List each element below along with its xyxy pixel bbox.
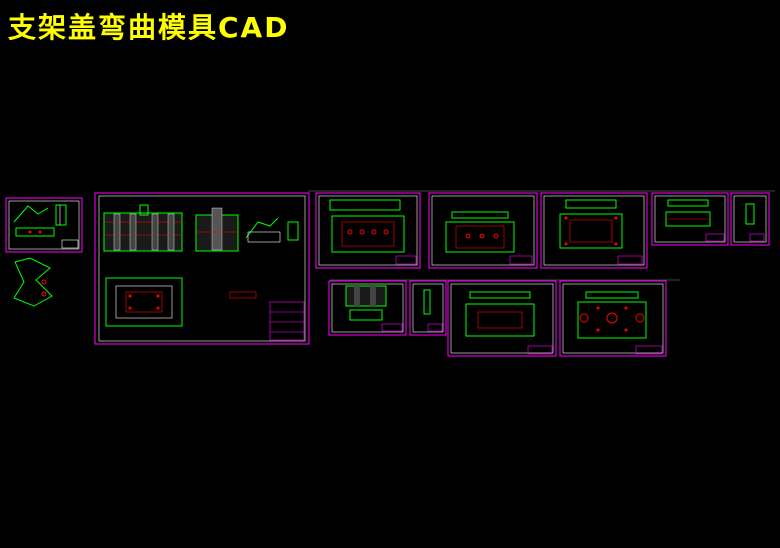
page-title: 支架盖弯曲模具CAD: [8, 11, 290, 44]
sheet-9[interactable]: [409, 280, 447, 336]
sheet-11[interactable]: [559, 280, 667, 357]
sheet-1[interactable]: [5, 197, 83, 307]
sheet-7[interactable]: [730, 192, 770, 246]
sheet-5[interactable]: [540, 192, 648, 269]
sheet-10[interactable]: [447, 280, 557, 357]
sheet-2[interactable]: [94, 192, 310, 345]
sheet-6[interactable]: [651, 192, 729, 246]
sheet-3[interactable]: [315, 192, 421, 269]
sheet-8[interactable]: [328, 280, 407, 336]
sheet-4[interactable]: [428, 192, 538, 269]
